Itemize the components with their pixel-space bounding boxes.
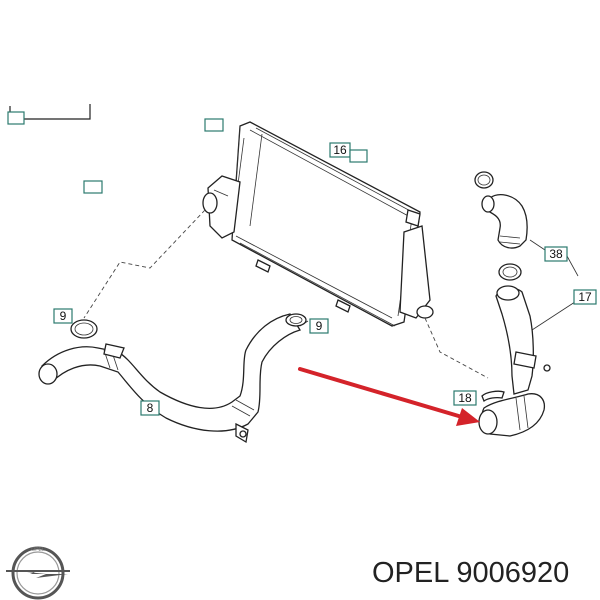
leader-line (529, 239, 546, 251)
svg-text:16: 16 (333, 143, 347, 157)
highlight-arrow (298, 367, 480, 426)
leader-line (531, 299, 579, 331)
intake-pipe-17 (495, 285, 551, 395)
svg-text:8: 8 (147, 401, 154, 415)
callout-8: 8 (140, 400, 160, 416)
reference-bracket (7, 104, 91, 125)
hose-upper-right (481, 194, 528, 249)
svg-text:OPEL: OPEL (31, 547, 45, 553)
seal-ring-38 (498, 263, 522, 281)
clamp-ring-right (285, 313, 307, 327)
callout-38: 38 (544, 246, 568, 262)
callout-16: 16 (329, 142, 368, 163)
callout-17: 17 (573, 289, 597, 305)
callout-9-left: 9 (53, 308, 73, 324)
clamp-ring-top (474, 171, 494, 189)
intercooler (202, 121, 434, 327)
clamp-ring-left (70, 319, 98, 339)
leader-line (83, 209, 206, 319)
empty-callout-box (83, 180, 103, 194)
clamp-18 (481, 390, 505, 403)
hose-part-9006920 (478, 393, 546, 437)
leader-line (566, 255, 579, 277)
leader-line (424, 317, 489, 379)
svg-text:17: 17 (578, 290, 592, 304)
opel-logo-icon: OPEL (6, 546, 70, 600)
svg-text:9: 9 (316, 319, 323, 333)
svg-text:18: 18 (458, 391, 472, 405)
svg-text:9: 9 (60, 309, 67, 323)
empty-callout-box (204, 118, 224, 132)
callout-18: 18 (453, 390, 477, 406)
callout-9-right: 9 (309, 318, 329, 334)
svg-text:38: 38 (549, 247, 563, 261)
hose-part-8 (38, 313, 302, 444)
part-caption: OPEL 9006920 (372, 557, 570, 589)
